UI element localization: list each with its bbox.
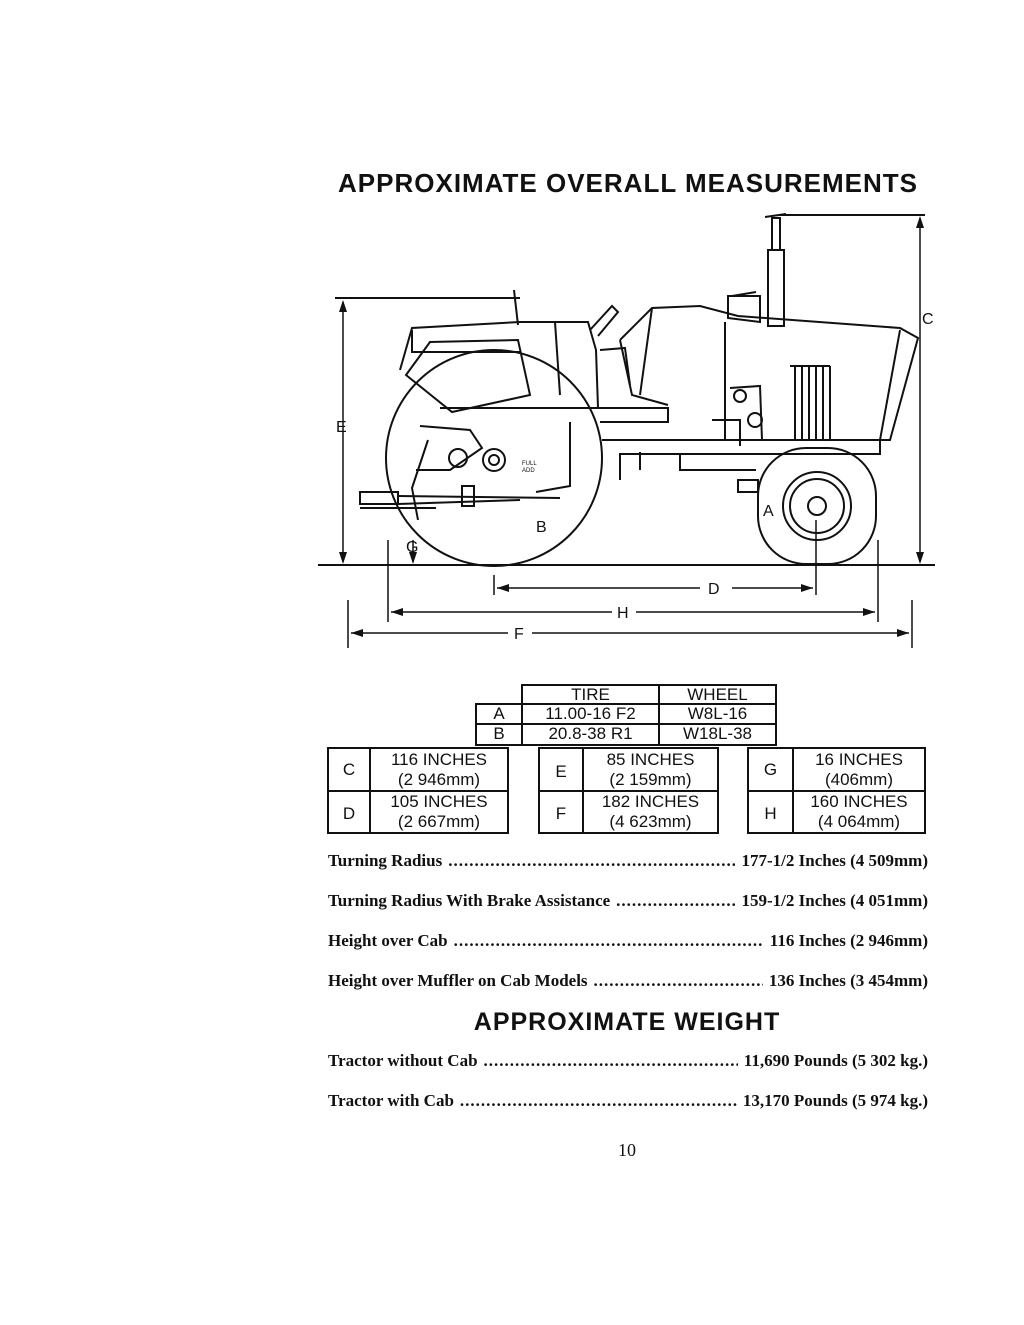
label-g: G <box>406 539 418 556</box>
header-tire: TIRE <box>571 685 610 704</box>
dimension-key: E <box>555 762 567 781</box>
tractor-drawing <box>318 213 935 567</box>
label-c: C <box>922 311 934 328</box>
dot-leader <box>448 851 735 871</box>
label-a: A <box>763 503 774 520</box>
label-f: F <box>514 626 524 643</box>
dimension-inches: 116 INCHES <box>390 750 488 769</box>
page-title: APPROXIMATE OVERALL MEASUREMENTS <box>338 168 918 198</box>
gauge-add-label: ADD <box>522 468 535 474</box>
weight-label: Tractor with Cab <box>328 1091 454 1110</box>
spec-row: Turning Radius 177-1/2 Inches (4 509mm) <box>328 851 928 873</box>
dimension-mm: (2 667mm) <box>397 812 481 831</box>
spec-row: Height over Muffler on Cab Models 136 In… <box>328 971 928 993</box>
weight-value: 13,170 Pounds (5 974 kg.) <box>742 1091 928 1110</box>
tractor-dimension-diagram: C E B A G D H F FULL ADD <box>318 213 935 648</box>
spec-row: Height over Cab 116 Inches (2 946mm) <box>328 931 928 953</box>
page-number: 10 <box>618 1140 636 1160</box>
spec-value: 177-1/2 Inches (4 509mm) <box>741 851 928 870</box>
dimension-key: H <box>764 804 777 823</box>
dimension-mm: (4 623mm) <box>609 812 692 831</box>
dimension-mm: (2 946mm) <box>397 770 481 789</box>
dimension-key: G <box>763 760 778 779</box>
dot-leader <box>594 971 763 991</box>
spec-label: Turning Radius With Brake Assistance <box>328 891 611 910</box>
dot-leader <box>616 891 735 911</box>
weight-row: Tractor without Cab 11,690 Pounds (5 302… <box>328 1051 928 1073</box>
wheel-size: W18L-38 <box>683 724 752 743</box>
tire-size: 20.8-38 R1 <box>548 724 633 743</box>
label-d: D <box>708 581 720 598</box>
row-key: A <box>493 704 505 723</box>
wheel-size: W8L-16 <box>687 704 748 723</box>
weight-title: APPROXIMATE WEIGHT <box>473 1008 781 1036</box>
dimension-mm: (4 064mm) <box>817 812 901 831</box>
dimension-inches: 16 INCHES <box>815 750 903 769</box>
dimension-inches: 85 INCHES <box>606 750 695 769</box>
spec-label: Height over Muffler on Cab Models <box>328 971 588 990</box>
label-b: B <box>536 519 547 536</box>
dimension-key: D <box>342 804 356 823</box>
spec-value: 136 Inches (3 454mm) <box>768 971 928 990</box>
dimension-inches: 182 INCHES <box>601 792 700 811</box>
dimension-arrowheads <box>339 216 924 637</box>
weight-row: Tractor with Cab 13,170 Pounds (5 974 kg… <box>328 1091 928 1113</box>
spec-value: 159-1/2 Inches (4 051mm) <box>741 891 928 910</box>
spec-label: Height over Cab <box>328 931 448 950</box>
dimension-key: C <box>342 760 356 779</box>
weight-label: Tractor without Cab <box>328 1051 478 1070</box>
spec-label: Turning Radius <box>328 851 443 870</box>
dot-leader <box>454 931 764 951</box>
tire-size: 11.00-16 F2 <box>545 704 636 723</box>
label-h: H <box>617 605 629 622</box>
dimension-mm: (2 159mm) <box>609 770 692 789</box>
weight-value: 11,690 Pounds (5 302 kg.) <box>743 1051 928 1070</box>
row-key: B <box>493 724 505 743</box>
dot-leader <box>460 1091 737 1111</box>
gauge-full-label: FULL <box>522 461 537 467</box>
header-wheel: WHEEL <box>687 685 748 704</box>
dimension-lines <box>336 218 921 648</box>
dimension-inches: 160 INCHES <box>810 792 908 811</box>
label-e: E <box>336 419 347 436</box>
spec-row: Turning Radius With Brake Assistance 159… <box>328 891 928 913</box>
dimension-mm: (406mm) <box>824 770 893 789</box>
dimension-inches: 105 INCHES <box>390 792 488 811</box>
spec-value: 116 Inches (2 946mm) <box>769 931 928 950</box>
dot-leader <box>484 1051 738 1071</box>
dimension-key: F <box>555 804 567 823</box>
